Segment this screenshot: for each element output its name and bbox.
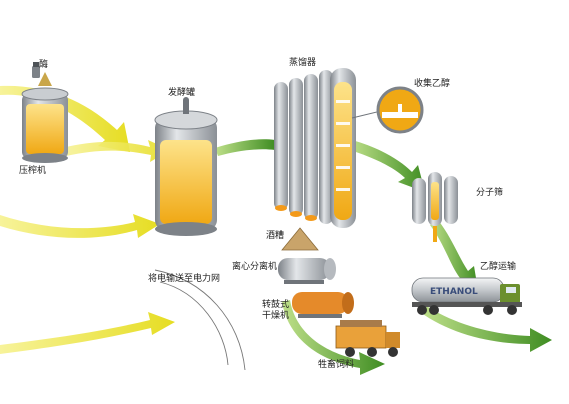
label-livestock-feed: 牲畜饲料 <box>318 360 355 370</box>
green-arrow-to-sieve <box>350 140 425 192</box>
label-power-to-grid: 将电输送至电力网 <box>148 274 221 284</box>
label-fermenter: 发酵罐 <box>168 88 196 98</box>
drum-dryer <box>292 292 354 318</box>
feed-truck <box>335 320 400 357</box>
label-distillers-grains: 酒糟 <box>266 231 285 241</box>
green-arrow-to-truck <box>430 220 478 290</box>
label-molecular-sieve: 分子筛 <box>476 188 504 198</box>
molecular-sieve <box>412 172 458 242</box>
label-distiller: 蒸馏器 <box>289 58 317 68</box>
yellow-arrow-into-fermenter <box>62 140 170 162</box>
green-arrow-to-feed <box>282 300 385 375</box>
ethanol-magnifier <box>351 86 424 134</box>
yellow-arrow-middle <box>0 214 160 238</box>
label-centrifuge: 离心分离机 <box>232 262 278 272</box>
grains-pile <box>281 227 319 251</box>
power-line-arcs <box>154 269 246 371</box>
fermenter-tank <box>154 97 218 236</box>
ethanol-tanker-truck: ETHANOL <box>411 277 522 315</box>
yellow-arrow-bottom <box>0 312 175 354</box>
green-arrow-bottom-right <box>420 305 552 352</box>
label-ethanol-transport: 乙醇运输 <box>480 262 517 272</box>
label-collect-ethanol: 收集乙醇 <box>414 79 451 89</box>
green-arrow-to-distiller <box>215 139 275 156</box>
centrifuge-machine <box>278 258 336 284</box>
label-drum-dryer: 转鼓式 干燥机 <box>262 300 290 321</box>
tanker-label: ETHANOL <box>430 287 478 297</box>
label-enzyme: 酶 <box>39 60 49 70</box>
enzyme-bottle <box>32 62 40 78</box>
press-machine <box>21 72 69 163</box>
label-press: 压榨机 <box>19 166 47 176</box>
distiller-columns <box>274 68 356 228</box>
